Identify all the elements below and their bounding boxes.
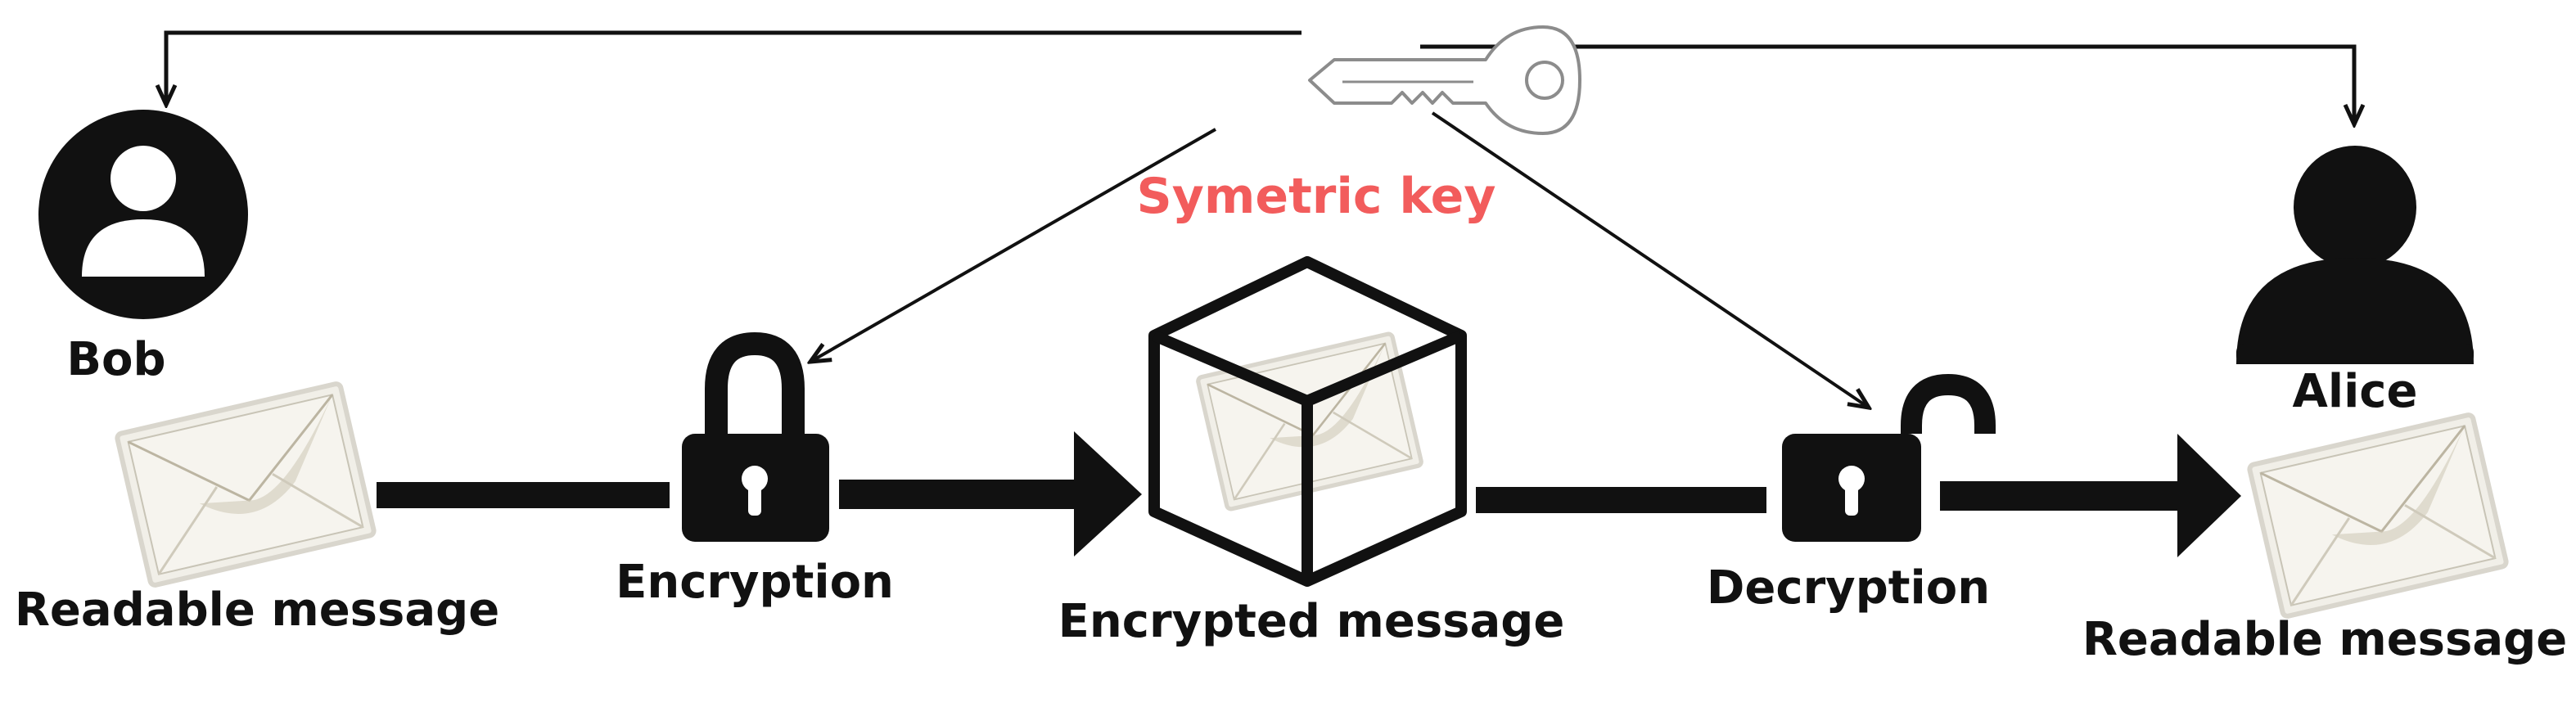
key-to-encryption-arrow bbox=[810, 128, 1216, 362]
key-icon bbox=[1308, 25, 1581, 135]
bob-label: Bob bbox=[66, 333, 165, 386]
user-icon bbox=[2236, 146, 2474, 364]
envelope-icon bbox=[116, 383, 375, 586]
readable-message-right-label: Readable message bbox=[2082, 613, 2567, 666]
encrypted-message-label: Encrypted message bbox=[1058, 595, 1565, 648]
connector-bar bbox=[1476, 487, 1766, 513]
encryption-arrow bbox=[839, 431, 1142, 557]
decryption-label: Decryption bbox=[1707, 561, 1990, 615]
key-label: Symetric key bbox=[1137, 168, 1496, 225]
key-to-alice-arrow bbox=[1420, 44, 2354, 124]
user-circle-icon bbox=[38, 110, 248, 319]
decryption-arrow bbox=[1940, 434, 2241, 557]
lock-open-icon bbox=[1782, 373, 1996, 542]
connector-bar bbox=[377, 482, 670, 508]
cube-icon bbox=[1148, 256, 1467, 587]
lock-closed-icon bbox=[682, 331, 829, 542]
key-to-bob-arrow bbox=[166, 30, 1302, 105]
key-to-decryption-arrow bbox=[1431, 111, 1869, 408]
encryption-label: Encryption bbox=[616, 556, 894, 609]
alice-label: Alice bbox=[2293, 365, 2418, 418]
envelope-icon bbox=[2249, 414, 2507, 617]
readable-message-left-label: Readable message bbox=[15, 584, 499, 637]
